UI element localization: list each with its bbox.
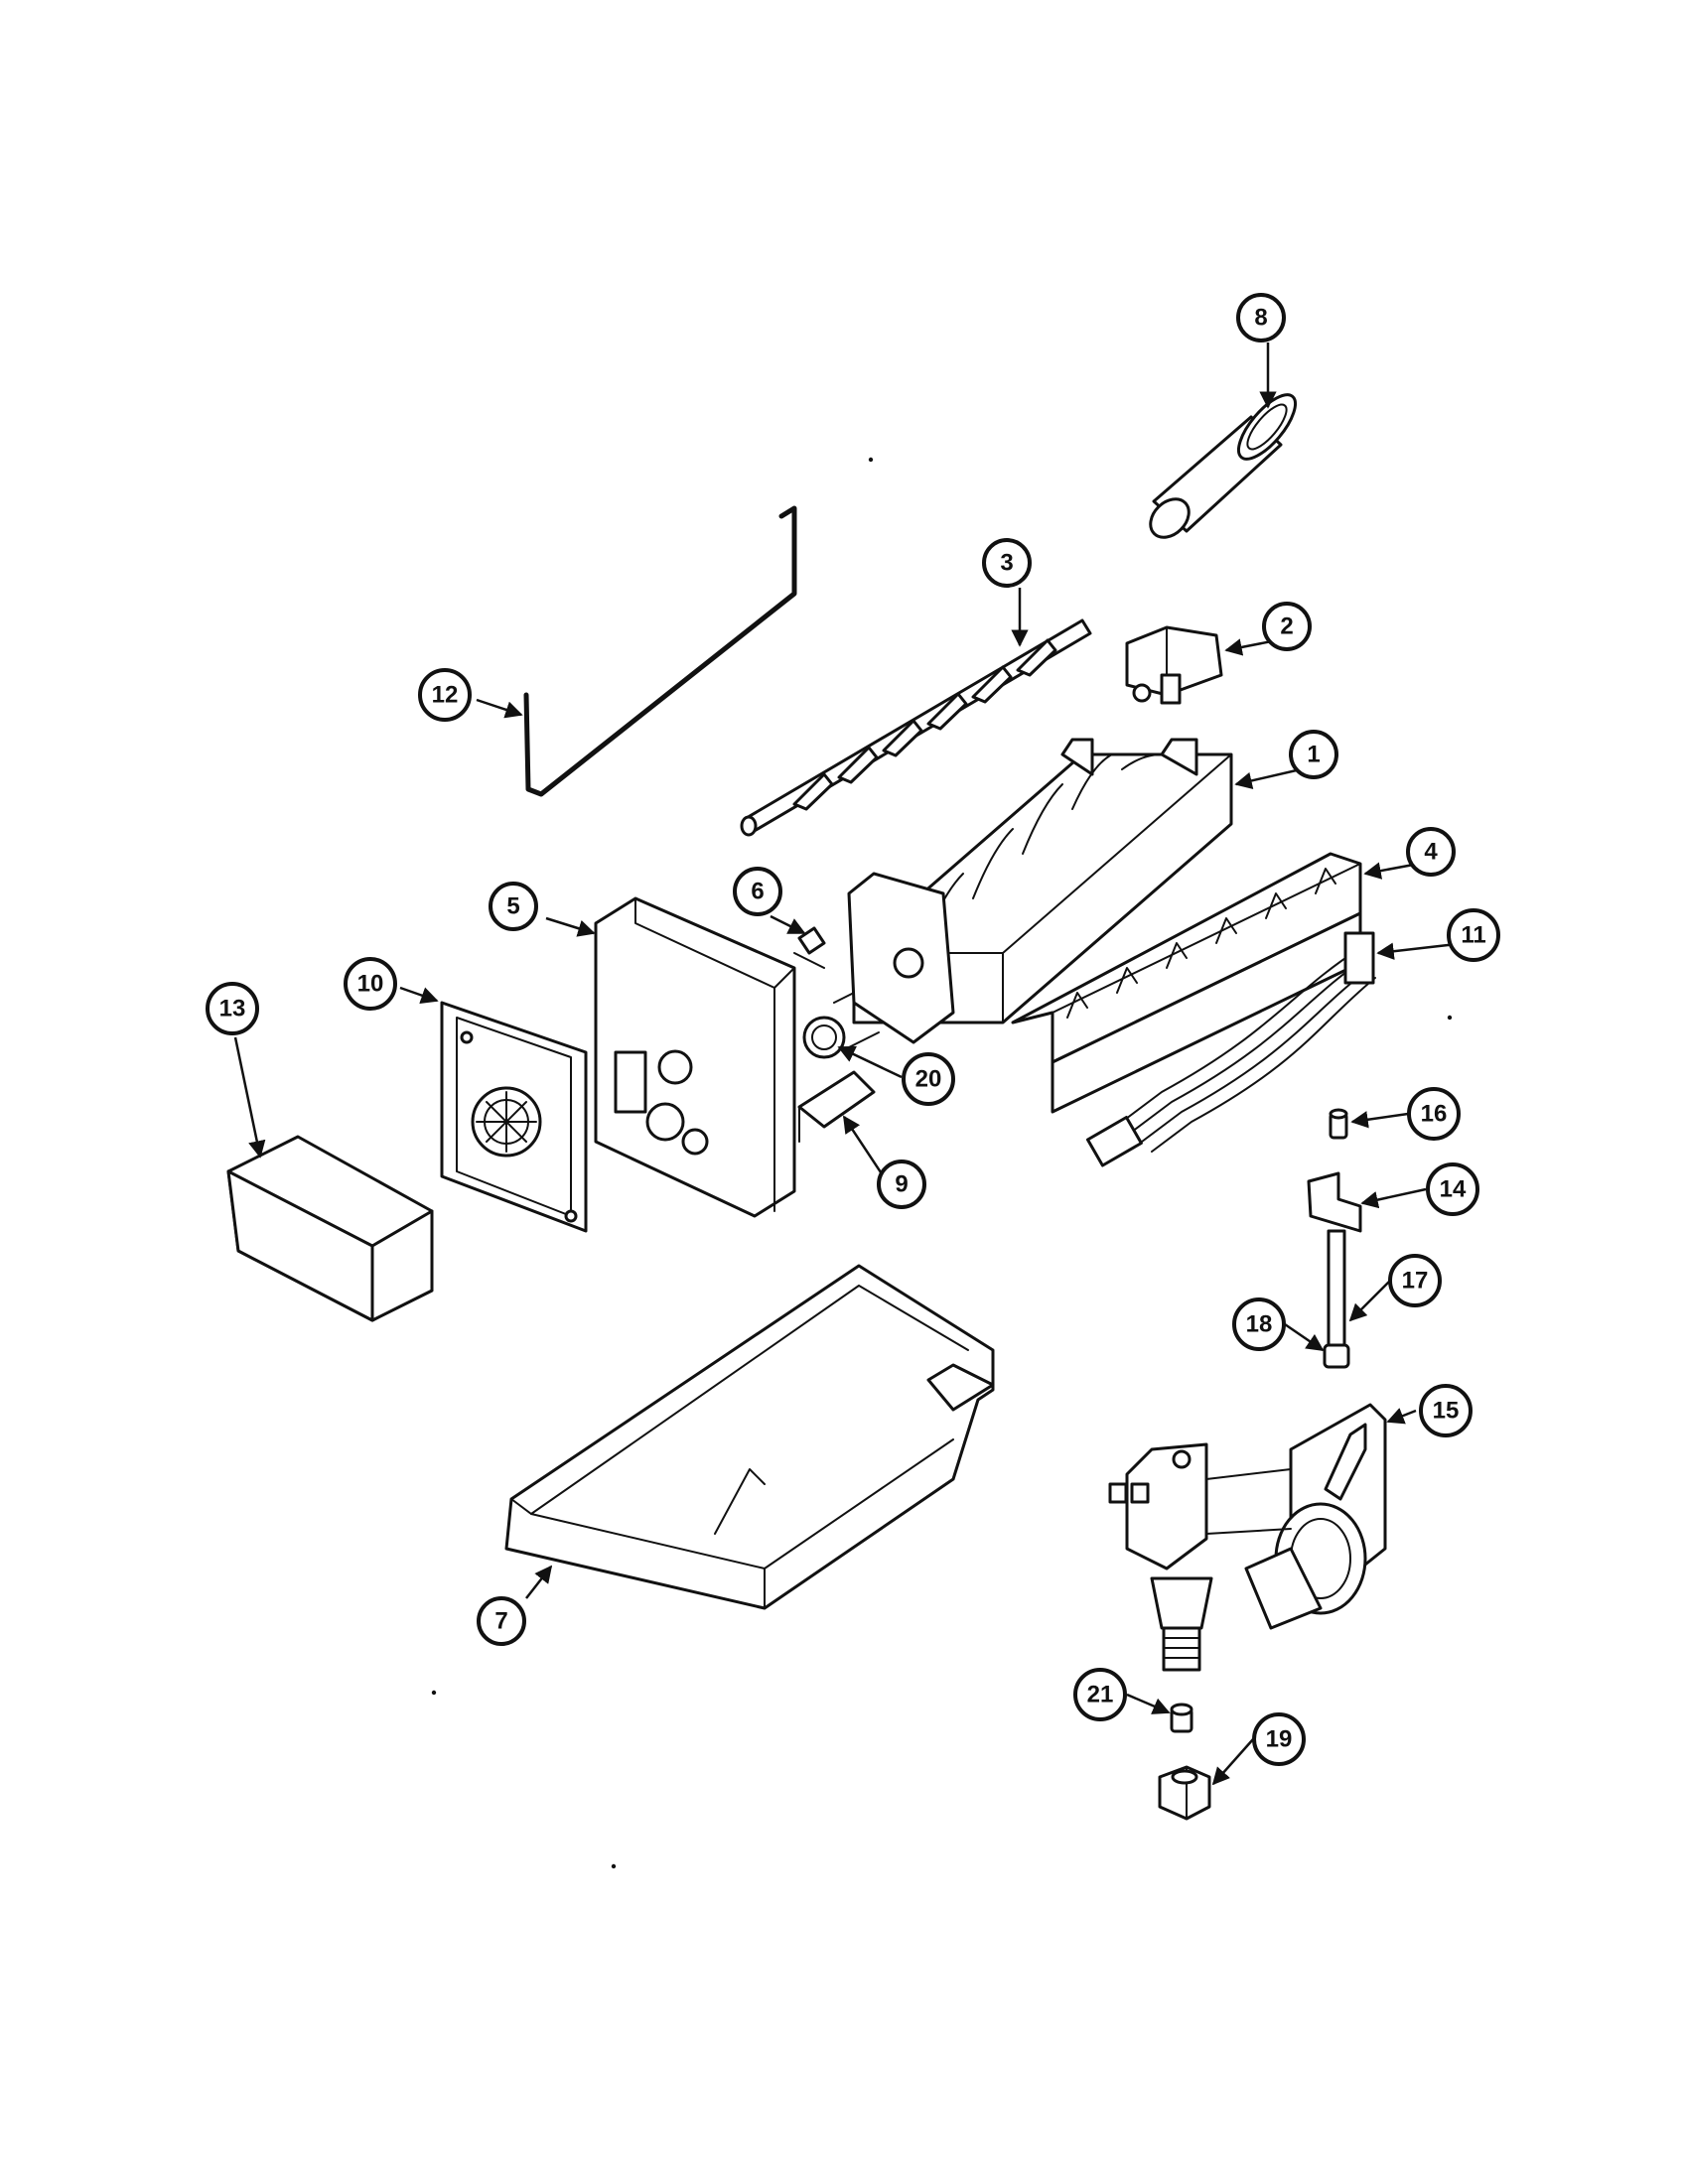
leader-6 bbox=[770, 914, 806, 935]
callout-12: 12 bbox=[418, 668, 472, 722]
callout-3: 3 bbox=[982, 538, 1032, 588]
callout-16: 16 bbox=[1407, 1087, 1461, 1141]
ice-bin-part bbox=[504, 1264, 995, 1610]
fitting-part bbox=[1323, 1343, 1350, 1369]
callout-15: 15 bbox=[1419, 1384, 1473, 1437]
speck bbox=[868, 457, 874, 463]
clip-part bbox=[793, 926, 826, 969]
callout-label: 20 bbox=[915, 1066, 942, 1093]
control-module-part bbox=[594, 896, 796, 1218]
leader-18 bbox=[1284, 1322, 1325, 1352]
callout-label: 15 bbox=[1433, 1398, 1460, 1425]
callout-5: 5 bbox=[489, 882, 538, 931]
speck bbox=[611, 1863, 617, 1869]
callout-label: 7 bbox=[494, 1608, 507, 1635]
callout-label: 5 bbox=[506, 893, 519, 920]
mold-part bbox=[847, 738, 1233, 1044]
nut-part bbox=[1329, 1108, 1348, 1140]
callout-label: 4 bbox=[1424, 839, 1438, 866]
leader-14 bbox=[1360, 1187, 1427, 1209]
leader-15 bbox=[1386, 1408, 1417, 1425]
callout-14: 14 bbox=[1426, 1162, 1479, 1216]
bracket-part bbox=[1125, 625, 1223, 705]
callout-13: 13 bbox=[206, 982, 259, 1035]
callout-label: 14 bbox=[1440, 1176, 1467, 1203]
callout-6: 6 bbox=[733, 867, 782, 916]
clamp-part bbox=[1307, 1171, 1362, 1233]
callout-19: 19 bbox=[1252, 1712, 1306, 1766]
callout-4: 4 bbox=[1406, 827, 1456, 877]
leader-lines bbox=[233, 342, 1458, 1786]
leader-13 bbox=[233, 1036, 266, 1159]
callout-18: 18 bbox=[1232, 1297, 1286, 1351]
compression-nut-part bbox=[1158, 1765, 1211, 1821]
callout-9: 9 bbox=[877, 1160, 926, 1209]
callout-label: 17 bbox=[1402, 1268, 1429, 1295]
callout-label: 6 bbox=[751, 879, 764, 905]
leader-17 bbox=[1348, 1280, 1391, 1322]
water-valve-part bbox=[1108, 1403, 1387, 1672]
callout-label: 18 bbox=[1246, 1311, 1273, 1338]
leader-9 bbox=[842, 1115, 889, 1182]
cover-part bbox=[226, 1135, 434, 1322]
leader-12 bbox=[476, 698, 523, 719]
callout-20: 20 bbox=[902, 1052, 955, 1106]
shield-part bbox=[797, 1070, 876, 1143]
callout-label: 1 bbox=[1307, 742, 1320, 768]
callout-label: 12 bbox=[432, 682, 459, 709]
callout-label: 10 bbox=[357, 971, 384, 998]
fill-tube-part bbox=[1149, 393, 1297, 539]
leader-16 bbox=[1350, 1111, 1409, 1129]
callout-2: 2 bbox=[1262, 602, 1312, 651]
leader-4 bbox=[1363, 862, 1420, 880]
leader-19 bbox=[1211, 1738, 1254, 1786]
leader-5 bbox=[545, 916, 596, 937]
callout-8: 8 bbox=[1236, 293, 1286, 342]
leader-10 bbox=[399, 986, 439, 1005]
mounting-plate-part bbox=[440, 1001, 588, 1233]
small-nut-part bbox=[1170, 1703, 1193, 1733]
shutoff-arm-part bbox=[523, 505, 797, 797]
callout-21: 21 bbox=[1073, 1668, 1127, 1721]
callout-10: 10 bbox=[344, 957, 397, 1011]
ejector-part bbox=[740, 618, 1092, 837]
speck bbox=[1447, 1015, 1453, 1021]
callout-label: 2 bbox=[1280, 614, 1293, 640]
callout-label: 21 bbox=[1087, 1682, 1114, 1708]
callout-7: 7 bbox=[477, 1596, 526, 1646]
callout-label: 16 bbox=[1421, 1101, 1448, 1128]
callout-label: 8 bbox=[1254, 305, 1267, 332]
thermostat-part bbox=[802, 992, 880, 1059]
callout-11: 11 bbox=[1447, 908, 1500, 962]
leader-21 bbox=[1126, 1693, 1171, 1714]
water-tube-part bbox=[1327, 1229, 1346, 1352]
callout-label: 3 bbox=[1000, 550, 1013, 577]
leader-11 bbox=[1376, 942, 1458, 960]
callout-label: 9 bbox=[895, 1171, 908, 1198]
leader-20 bbox=[837, 1045, 903, 1079]
callout-1: 1 bbox=[1289, 730, 1338, 779]
leader-7 bbox=[525, 1565, 553, 1599]
wire-harness-part bbox=[1085, 931, 1376, 1167]
speck bbox=[431, 1690, 437, 1696]
callout-17: 17 bbox=[1388, 1254, 1442, 1307]
callout-label: 19 bbox=[1266, 1726, 1293, 1753]
callout-label: 11 bbox=[1461, 922, 1485, 949]
callout-label: 13 bbox=[219, 996, 246, 1023]
